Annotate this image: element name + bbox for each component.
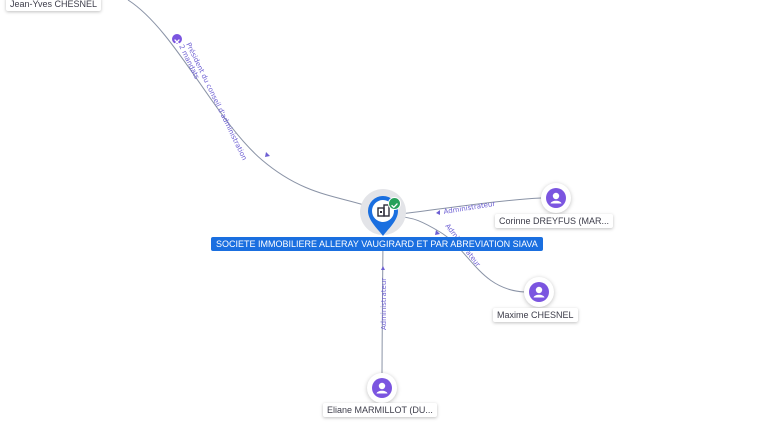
person-node-eliane[interactable] (367, 373, 397, 403)
person-node-maxime[interactable] (524, 277, 554, 307)
edge-corinne (399, 197, 542, 215)
edge-arrow (436, 210, 440, 215)
mandat-badge-icon[interactable] (172, 34, 182, 45)
edge-label-eliane: Administrateur (380, 278, 388, 330)
person-label-jean-yves[interactable]: Jean-Yves CHESNEL (6, 0, 102, 11)
person-label-corinne[interactable]: Corinne DREYFUS (MAR... (495, 214, 614, 228)
edge-arrow (381, 266, 385, 270)
edge-label-corinne: Administrateur (443, 200, 496, 216)
person-label-maxime[interactable]: Maxime CHESNEL (493, 308, 578, 322)
edge-arrow (265, 152, 270, 157)
edge-label-president: Président du conseil d'administration (184, 41, 248, 161)
person-icon (376, 382, 388, 394)
edge-arrow (435, 230, 440, 235)
person-icon (533, 286, 545, 298)
company-name-label[interactable]: SOCIETE IMMOBILIERE ALLERAY VAUGIRARD ET… (211, 237, 543, 251)
person-icon (550, 192, 562, 204)
check-icon (388, 197, 401, 210)
person-label-eliane[interactable]: Eliane MARMILLOT (DU... (323, 403, 437, 417)
edge-president (127, 0, 384, 213)
edge-eliane (381, 237, 384, 375)
edge-maxime (396, 214, 526, 293)
person-node-corinne[interactable] (541, 183, 571, 213)
